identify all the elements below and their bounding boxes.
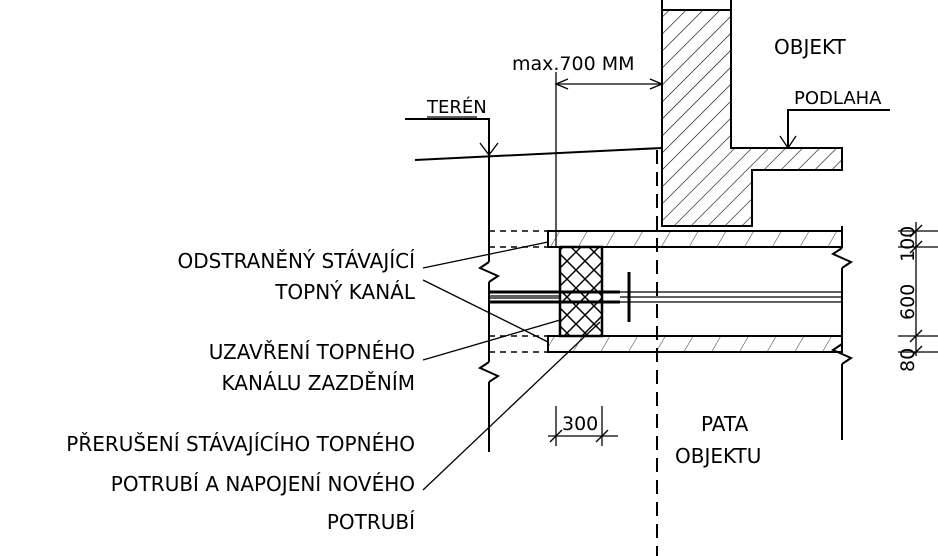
dim-80: 80 [897, 348, 919, 372]
teren-label: TERÉN [426, 96, 487, 118]
foundation-label-1: PATA [701, 412, 749, 436]
podlaha-label: PODLAHA [794, 88, 882, 109]
masonry-seal [558, 245, 604, 338]
pipe-label-1: PŘERUŠENÍ STÁVAJÍCÍHO TOPNÉHO [66, 432, 415, 456]
heating-pipes [489, 272, 842, 322]
objekt-label: OBJEKT [774, 35, 847, 59]
foundation-label-2: OBJEKTU [675, 444, 761, 468]
removed-channel-label-2: TOPNÝ KANÁL [274, 280, 416, 304]
podlaha-leader [787, 109, 890, 148]
terrain-line [414, 147, 663, 161]
sealing-label-2: KANÁLU ZAZDĚNÍM [222, 371, 415, 395]
removed-channel-label-1: ODSTRANĚNÝ STÁVAJÍCÍ [178, 249, 416, 273]
channel-right-wall [830, 226, 854, 440]
channel-left-wall [477, 120, 501, 452]
wall-width-label: 300 [562, 413, 598, 435]
teren-leader [405, 118, 490, 152]
dim-600: 600 [897, 284, 919, 320]
max-distance-label: max.700 MM [512, 53, 635, 75]
wall-width-dimension [548, 406, 618, 446]
pipe-label-3: POTRUBÍ [327, 510, 415, 534]
annotation-leaders [422, 241, 601, 491]
top-slab [547, 230, 843, 248]
dim-100: 100 [897, 226, 919, 262]
max-distance-dimension [554, 72, 664, 246]
podlaha-arrow [779, 135, 797, 150]
teren-arrow [479, 142, 499, 157]
bottom-slab [547, 335, 843, 353]
sealing-label-1: UZAVŘENÍ TOPNÉHO [209, 340, 415, 364]
vertical-dimensions [898, 222, 938, 359]
building-wall [661, 9, 843, 227]
pipe-label-2: POTRUBÍ A NAPOJENÍ NOVÉHO [111, 472, 415, 496]
removed-channel-dashed [489, 230, 548, 353]
